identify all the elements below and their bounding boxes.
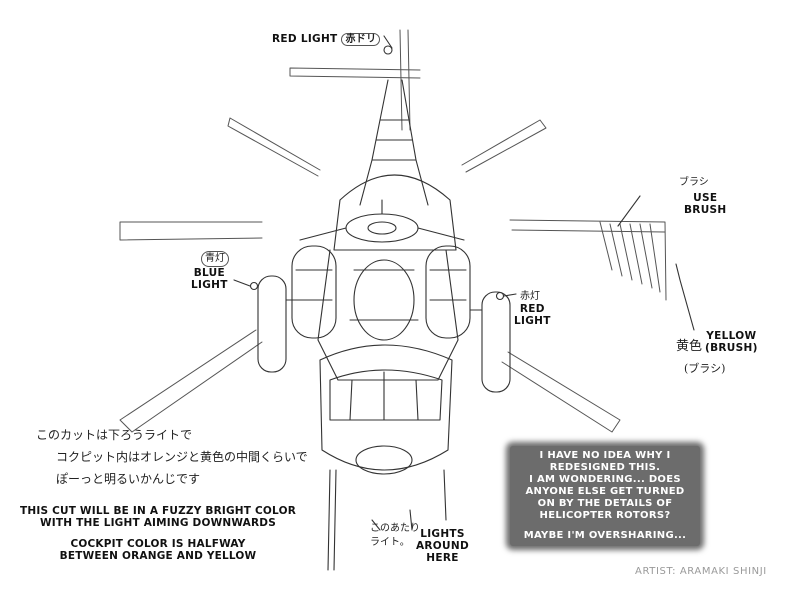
red-light-right-label: RED LIGHT — [514, 303, 551, 327]
overshare-caption: I HAVE NO IDEA WHY I REDESIGNED THIS. I … — [510, 446, 700, 546]
red-light-right-jp: 赤灯 — [520, 291, 540, 302]
overshare-paragraph-1: I HAVE NO IDEA WHY I REDESIGNED THIS. I … — [525, 450, 685, 521]
red-light-top-text: RED LIGHT — [272, 33, 338, 45]
blue-light-label: BLUE LIGHT — [191, 267, 228, 291]
rotor-blur-lines — [119, 29, 667, 433]
fuselage — [299, 79, 465, 571]
lights-around-jp: このあたり ライト。 — [370, 523, 420, 548]
light-markers — [233, 35, 695, 531]
brush-jp: ブラシ — [679, 177, 709, 188]
red-light-top-label: RED LIGHT 赤ドリ — [272, 33, 381, 47]
lights-around-label: LIGHTS AROUND HERE — [416, 528, 469, 564]
note-en-1: THIS CUT WILL BE IN A FUZZY BRIGHT COLOR… — [20, 505, 296, 529]
yellow-brush-label: YELLOW (BRUSH) — [705, 330, 758, 354]
note-jp-1: このカットは下ろうライトで — [36, 428, 193, 442]
red-light-top-jp: 赤ドリ — [341, 33, 381, 46]
artist-credit: ARTIST: ARAMAKI SHINJI — [635, 566, 767, 577]
blue-light-jp: 青灯 — [201, 251, 229, 267]
use-brush-label: USE BRUSH — [684, 192, 727, 216]
note-jp-2: コクピット内はオレンジと黄色の中間くらいで — [56, 450, 308, 464]
overshare-paragraph-2: MAYBE I'M OVERSHARING... — [523, 530, 687, 541]
yellow-jp: 黄色 — [676, 339, 703, 354]
engine-pods — [257, 245, 511, 393]
note-en-2: COCKPIT COLOR IS HALFWAY BETWEEN ORANGE … — [59, 538, 257, 562]
note-jp-3: ぽーっと明るいかんじです — [56, 472, 201, 486]
brush-paren-jp: (ブラシ) — [684, 362, 726, 375]
